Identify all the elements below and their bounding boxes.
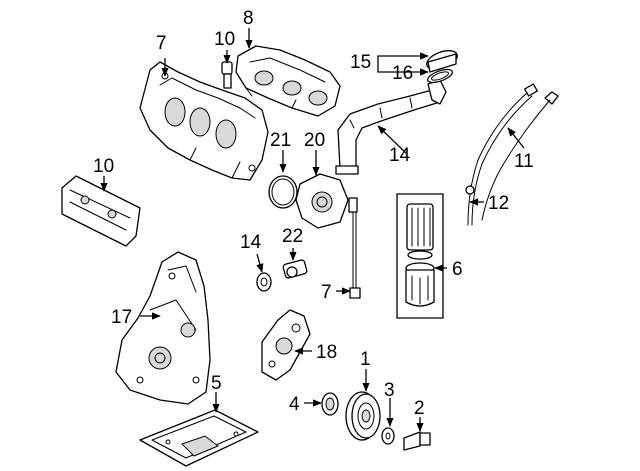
bolt-part-2: [403, 431, 431, 451]
leader-lines: [100, 28, 525, 432]
callout-labels: 7 8 10 15 16 14 11 12 10 21 20 22 14 7 6…: [93, 8, 534, 419]
cap-seal-part-16: [427, 68, 453, 84]
callout-6: 6: [452, 259, 463, 280]
engine-cover-part-10: [61, 175, 141, 247]
callout-14: 14: [389, 145, 411, 166]
callout-4: 4: [289, 394, 300, 415]
pulley-part-1: [345, 391, 381, 441]
seal-part-4: [321, 392, 339, 416]
washer-part-3: [381, 427, 395, 445]
oil-pan-part-5: [139, 409, 259, 467]
oil-filler-tube-part-14: [335, 79, 447, 175]
callout-17: 17: [111, 307, 132, 328]
callout-1: 1: [360, 349, 371, 370]
o-ring-part-20: [268, 175, 298, 209]
cylinder-head-part-8: [139, 61, 269, 181]
washer-part-22: [256, 272, 272, 292]
callout-16: 16: [392, 63, 413, 84]
callout-20: 21: [270, 130, 291, 151]
sensor-part-21: [282, 259, 308, 279]
filler-cap-part-15: [426, 50, 458, 73]
callout-11: 10: [214, 29, 235, 50]
callout-7: 7: [321, 282, 332, 303]
callout-21: 22: [282, 226, 303, 247]
callout-8: 7: [156, 33, 167, 54]
callout-2: 2: [414, 398, 425, 419]
oil-filter-part-6: [396, 193, 444, 319]
valve-cover-part-9: [235, 45, 341, 117]
callout-22: 14: [240, 232, 262, 253]
housing-part-19: [295, 173, 349, 229]
callout-5: 5: [211, 373, 222, 394]
oil-pump-part-18: [261, 309, 311, 381]
callout-9: 8: [243, 8, 254, 29]
sensor-part-11: [221, 61, 233, 89]
callout-18: 18: [316, 342, 337, 363]
timing-cover-part-17: [115, 251, 211, 405]
callout-13: 12: [488, 193, 509, 214]
level-sensor-part-7: [348, 197, 361, 299]
callout-10: 10: [93, 156, 114, 177]
callout-19: 20: [304, 130, 325, 151]
dipstick-part-12: [481, 91, 559, 221]
callout-12: 11: [514, 151, 534, 172]
callout-15: 15: [350, 52, 371, 73]
callout-3: 3: [384, 380, 395, 401]
